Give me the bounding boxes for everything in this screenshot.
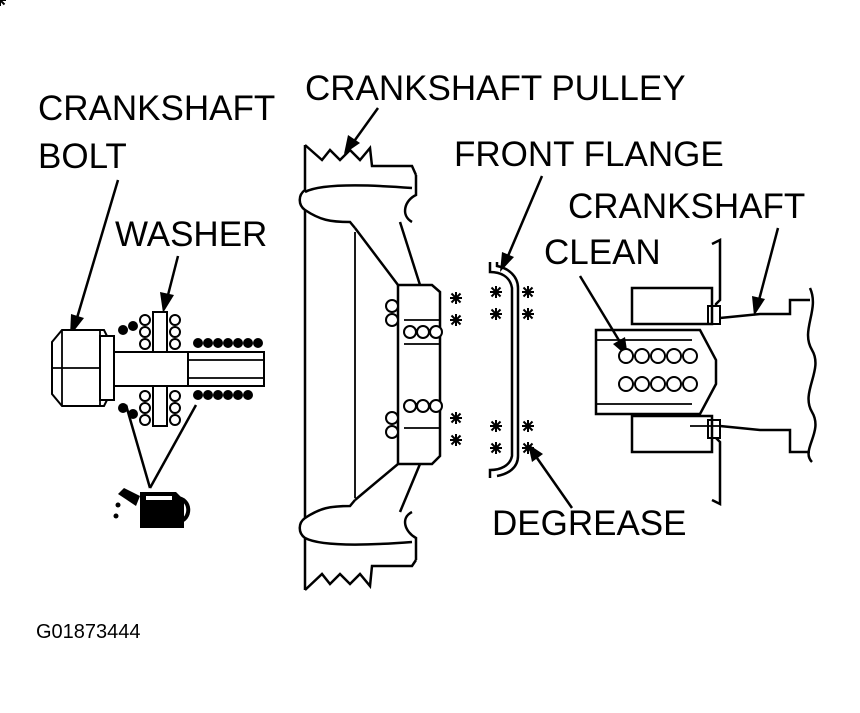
label-front-flange: FRONT FLANGE: [454, 135, 724, 174]
label-degrease: DEGREASE: [492, 504, 687, 543]
label-crankshaft-bolt-line1: CRANKSHAFT: [38, 89, 275, 128]
crankshaft-pulley: [298, 144, 443, 591]
label-clean: CLEAN: [544, 233, 661, 272]
bolt-oil-dots: [118, 314, 263, 426]
oil-can-icon: [113, 488, 191, 528]
figure-id: G01873444: [36, 621, 141, 643]
label-crankshaft: CRANKSHAFT: [568, 187, 805, 226]
washer: [152, 311, 168, 427]
label-crankshaft-bolt-line2: BOLT: [38, 137, 127, 176]
degrease-marks: [0, 0, 535, 455]
crankshaft: [594, 237, 817, 507]
label-washer: WASHER: [115, 215, 267, 254]
label-crankshaft-pulley: CRANKSHAFT PULLEY: [305, 69, 686, 108]
front-flange: [488, 262, 520, 478]
crankshaft-bolt: [51, 329, 265, 407]
